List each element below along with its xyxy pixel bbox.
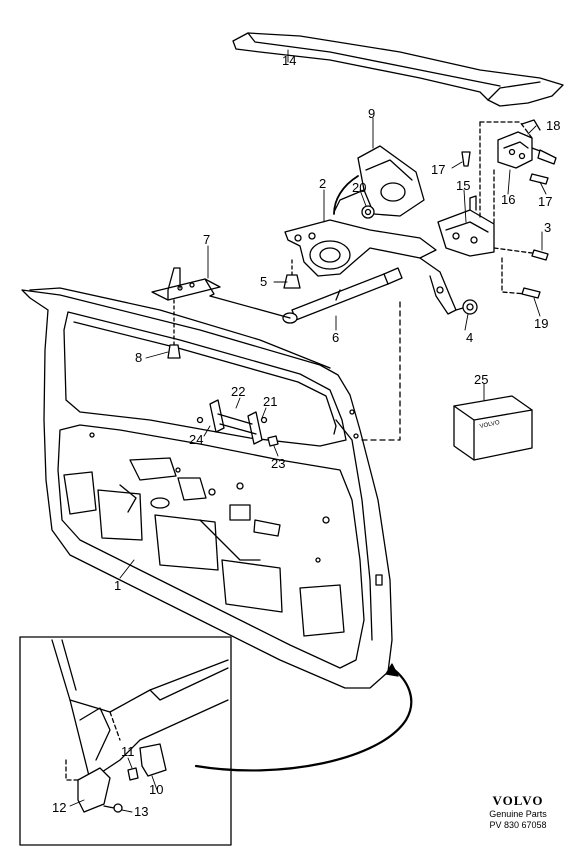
bolt-20 — [361, 205, 375, 219]
leader-lines — [69, 49, 547, 813]
callout-15: 15 — [456, 178, 470, 193]
bolt-4 — [455, 299, 478, 315]
callout-20: 20 — [352, 180, 366, 195]
hinge-16 — [479, 119, 557, 295]
curved-arrow — [194, 666, 413, 772]
callout-14: 14 — [282, 53, 296, 68]
brand-block: VOLVO Genuine Parts PV 830 67058 — [470, 793, 566, 831]
gas-strut — [209, 267, 403, 324]
callout-2: 2 — [319, 176, 326, 191]
hinge-arrow — [333, 175, 359, 215]
callout-16: 16 — [501, 192, 515, 207]
screw-17b — [529, 173, 549, 185]
screw-19 — [521, 287, 541, 299]
callout-8: 8 — [135, 350, 142, 365]
callout-22: 22 — [231, 384, 245, 399]
tailgate — [21, 287, 393, 689]
brand-logo: VOLVO — [492, 793, 544, 808]
callout-7: 7 — [203, 232, 210, 247]
callout-17a: 17 — [431, 162, 445, 177]
callout-1: 1 — [114, 578, 121, 593]
callout-11: 11 — [121, 744, 135, 759]
screw-17a — [461, 151, 471, 167]
callout-17b: 17 — [538, 194, 552, 209]
hinge-2 — [284, 219, 457, 315]
callout-12: 12 — [52, 800, 66, 815]
callout-10: 10 — [149, 782, 163, 797]
latch-9 — [333, 145, 425, 217]
hinge-15 — [437, 195, 495, 257]
screw-3 — [493, 247, 549, 261]
callout-6: 6 — [332, 330, 339, 345]
callout-9: 9 — [368, 106, 375, 121]
callout-23: 23 — [271, 456, 285, 471]
callout-5: 5 — [260, 274, 267, 289]
callout-4: 4 — [466, 330, 473, 345]
spoiler — [232, 32, 564, 107]
callout-18: 18 — [546, 118, 560, 133]
bolt-8 — [167, 299, 181, 359]
callout-21: 21 — [263, 394, 277, 409]
bracket-22 — [196, 399, 279, 447]
callout-25: 25 — [474, 372, 488, 387]
callout-19: 19 — [534, 316, 548, 331]
dashed-leader — [361, 301, 401, 441]
bolt-5 — [283, 257, 301, 289]
callout-13: 13 — [134, 804, 148, 819]
box-label: VOLVO — [479, 420, 500, 430]
callouts: 1 2 3 4 5 6 7 8 9 10 11 12 13 14 15 16 1… — [52, 53, 560, 819]
arrow-head — [385, 663, 399, 677]
callout-3: 3 — [544, 220, 551, 235]
bracket-7 — [151, 267, 221, 301]
diagram-code: PV 830 67058 — [489, 820, 547, 830]
callout-24: 24 — [189, 432, 203, 447]
brand-subtitle: Genuine Parts — [489, 809, 547, 819]
parts-box — [453, 395, 533, 461]
